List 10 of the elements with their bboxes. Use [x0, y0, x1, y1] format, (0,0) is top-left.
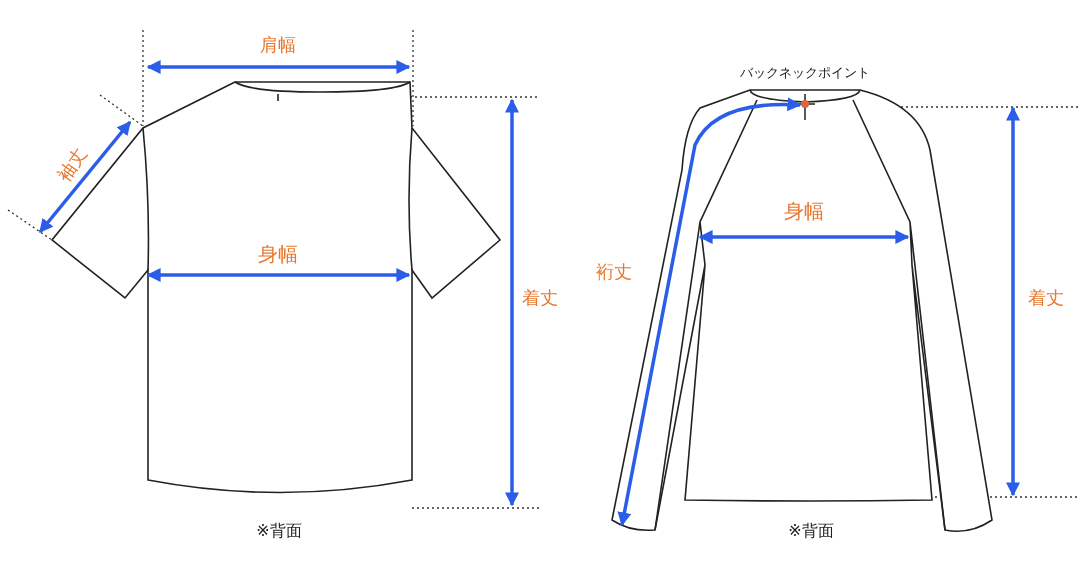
dimension-label: 袖丈	[53, 144, 91, 186]
dimension-label: 着丈	[1028, 288, 1064, 308]
point-label: バックネックポイント	[740, 65, 870, 81]
note-text: ※背面	[256, 522, 302, 540]
dimension-label: 着丈	[522, 288, 558, 308]
note-text: ※背面	[788, 522, 834, 540]
dimension-label: 身幅	[784, 200, 824, 222]
dimension-label: 裄丈	[596, 262, 632, 282]
dimension-label: 身幅	[258, 243, 298, 265]
dimension-label: 肩幅	[260, 35, 296, 55]
